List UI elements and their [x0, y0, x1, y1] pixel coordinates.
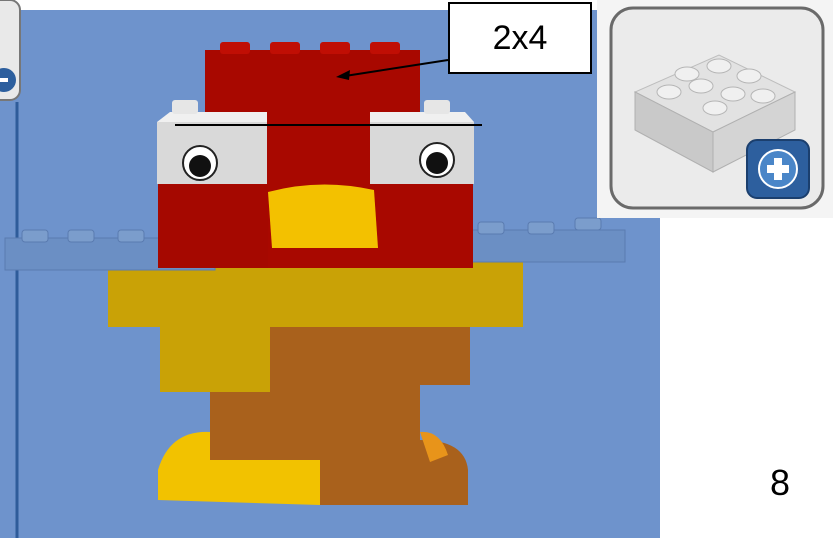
- stud: [68, 230, 94, 242]
- stud: [721, 87, 745, 101]
- stud: [118, 230, 144, 242]
- stud: [270, 42, 300, 54]
- stud: [528, 222, 554, 234]
- right-eye-brick-top: [370, 112, 474, 122]
- left-cheek: [158, 185, 268, 268]
- right-eye-stud: [424, 100, 450, 114]
- head-middle: [265, 120, 370, 182]
- stud: [707, 59, 731, 73]
- partial-brick-thumbnail[interactable]: [0, 0, 22, 102]
- stud: [575, 218, 601, 230]
- stud: [703, 101, 727, 115]
- stud: [675, 67, 699, 81]
- stud: [370, 42, 400, 54]
- stud: [478, 222, 504, 234]
- left-pupil: [189, 155, 211, 177]
- left-eye-stud: [172, 100, 198, 114]
- brick-size-label: 2x4: [493, 19, 548, 58]
- stud: [22, 230, 48, 242]
- beak: [268, 184, 378, 248]
- plus-icon: [0, 78, 8, 82]
- left-wing-studs: [22, 230, 144, 242]
- body-left-yellow: [160, 320, 270, 392]
- plus-icon-v: [774, 158, 782, 180]
- stud: [320, 42, 350, 54]
- stud: [737, 69, 761, 83]
- stud: [657, 85, 681, 99]
- right-pupil: [426, 152, 448, 174]
- body-top-yellow: [108, 262, 523, 327]
- model-viewport: [0, 0, 660, 538]
- brick-2x4-thumbnail[interactable]: [597, 0, 833, 218]
- brick-size-callout: 2x4: [448, 2, 592, 74]
- stud: [220, 42, 250, 54]
- plus-badge: [747, 140, 809, 198]
- stud: [751, 89, 775, 103]
- stud: [689, 79, 713, 93]
- page-number: 8: [770, 462, 790, 504]
